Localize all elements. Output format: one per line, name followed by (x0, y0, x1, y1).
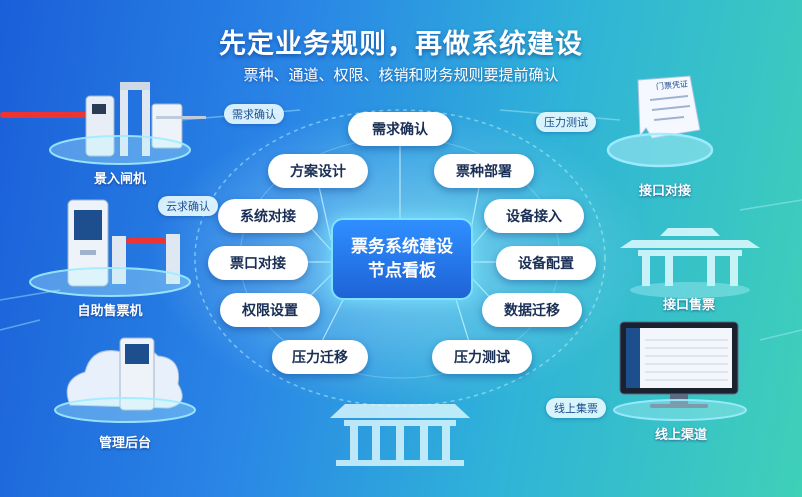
light-streak (759, 329, 802, 341)
node-left-2: 系统对接 (218, 199, 318, 233)
node-left-5: 压力迁移 (272, 340, 368, 374)
orbit-ring (194, 109, 606, 407)
gate-illustration (0, 82, 206, 157)
page-subtitle: 票种、通道、权限、核销和财务规则要提前确认 (243, 66, 559, 84)
monitor-platform (613, 399, 747, 421)
tag-top-left: 需求确认 (224, 104, 284, 124)
tag-top-right: 压力测试 (536, 112, 596, 132)
archway-illustration (620, 228, 760, 286)
tag-bottom-right: 线上集票 (546, 398, 606, 418)
connector-line (319, 295, 346, 346)
kiosk-platform (29, 267, 191, 297)
label-monitor: 线上渠道 (654, 428, 707, 443)
node-left-3: 票口对接 (208, 246, 308, 280)
light-streak (739, 199, 802, 211)
cloud-illustration (66, 337, 183, 411)
page-title: 先定业务规则，再做系统建设 (219, 29, 583, 60)
node-right-3: 设备配置 (496, 246, 596, 280)
node-right-1: 票种部署 (434, 154, 534, 188)
connector-line (454, 295, 471, 346)
light-streak (0, 319, 41, 331)
label-archway: 接口售票 (662, 298, 715, 313)
kiosk-illustration (67, 199, 180, 287)
gate-platform (49, 135, 191, 165)
node-requirements: 需求确认 (348, 112, 452, 146)
receipt-platform (606, 132, 714, 168)
center-board-line1: 票务系统建设 (351, 237, 453, 257)
label-receipt: 接口对接 (638, 184, 691, 199)
node-right-4: 数据迁移 (482, 293, 582, 327)
connector-line (317, 181, 332, 241)
label-gate: 景入闸机 (93, 172, 146, 187)
building-illustration (330, 404, 470, 466)
node-right-2: 设备接入 (484, 199, 584, 233)
cloud-platform (54, 397, 196, 423)
label-cloud: 管理后台 (98, 436, 151, 451)
node-left-4: 权限设置 (220, 293, 320, 327)
node-left-1: 方案设计 (268, 154, 368, 188)
monitor-illustration (619, 321, 739, 408)
label-kiosk: 自助售票机 (77, 304, 143, 319)
center-board-line2: 节点看板 (368, 261, 436, 281)
tag-mid-left: 云求确认 (158, 196, 218, 216)
archway-platform (630, 282, 750, 298)
node-right-5: 压力测试 (432, 340, 532, 374)
center-board: 票务系统建设 节点看板 (331, 218, 473, 300)
